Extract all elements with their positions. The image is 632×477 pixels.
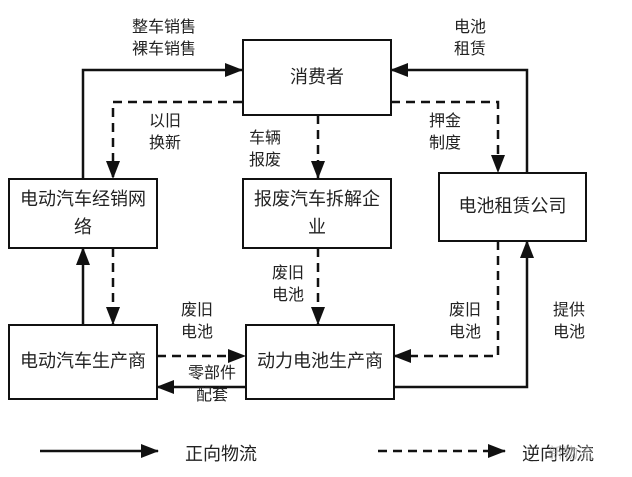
edge-label-battery-lease: 电池 租赁: [453, 17, 486, 58]
edge-label-scrap: 车辆 报废: [248, 128, 281, 169]
edge-consumer-leasing: [391, 100, 505, 173]
node-consumer: 消费者: [242, 39, 392, 116]
node-dismantler: 报废汽车拆解企业: [242, 178, 392, 249]
edge-label-trade-in: 以旧 换新: [148, 111, 181, 152]
edge-label-parts: 零部件 配套: [187, 363, 236, 404]
edge-label-sales: 整车销售 裸车销售: [131, 17, 196, 58]
node-dealer: 电动汽车经销网络: [8, 178, 158, 249]
node-ev-maker: 电动汽车生产商: [8, 324, 158, 400]
edge-battery-leasing: [394, 240, 534, 389]
edge-label-waste-battery-leasing: 废旧 电池: [448, 300, 481, 341]
edge-consumer-dealer: [106, 100, 242, 179]
edge-label-deposit: 押金 制度: [428, 111, 461, 152]
legend-reverse-label: 逆向物流: [522, 444, 594, 465]
node-leasing: 电池租赁公司: [438, 172, 587, 242]
legend-forward-label: 正向物流: [185, 444, 257, 465]
edge-label-supply-battery: 提供 电池: [552, 300, 585, 341]
edge-leasing-battery: [393, 241, 500, 363]
edge-label-waste-battery-evmaker: 废旧 电池: [180, 300, 213, 341]
edge-label-waste-battery-dismantler: 废旧 电池: [271, 263, 304, 304]
edge-leasing-consumer: [390, 63, 529, 172]
edge-dealer-consumer: [81, 63, 243, 178]
node-battery-maker: 动力电池生产商: [245, 324, 395, 400]
watermark: 新物流: [548, 444, 594, 462]
